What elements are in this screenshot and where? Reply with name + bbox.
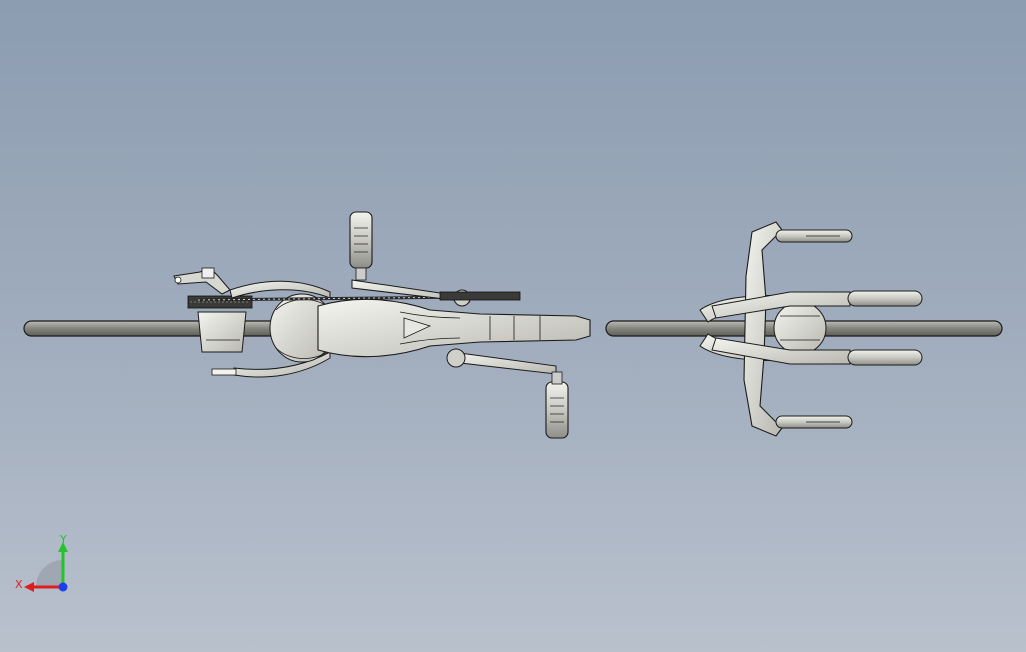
brake-lever-bottom[interactable]: [775, 415, 853, 429]
pedal-top[interactable]: [349, 211, 373, 281]
y-axis-label: Y: [59, 533, 67, 546]
x-axis-arrowhead: [24, 582, 34, 592]
y-axis-arrowhead: [58, 542, 68, 552]
brake-lever-top[interactable]: [775, 229, 853, 243]
z-axis-dot: [58, 582, 68, 592]
x-axis-label: X: [15, 578, 23, 591]
crank-arm-bottom[interactable]: [446, 348, 557, 375]
frame[interactable]: [317, 298, 591, 358]
aero-bar-bottom[interactable]: [711, 337, 923, 366]
chainring[interactable]: [439, 291, 521, 301]
triad-plane: [36, 560, 63, 587]
rear-derailleur[interactable]: [173, 267, 231, 295]
coordinate-triad: Y X: [15, 533, 68, 592]
rear-stays[interactable]: [211, 280, 331, 378]
pedal-bottom[interactable]: [545, 371, 569, 439]
aero-bar-top[interactable]: [711, 290, 923, 319]
